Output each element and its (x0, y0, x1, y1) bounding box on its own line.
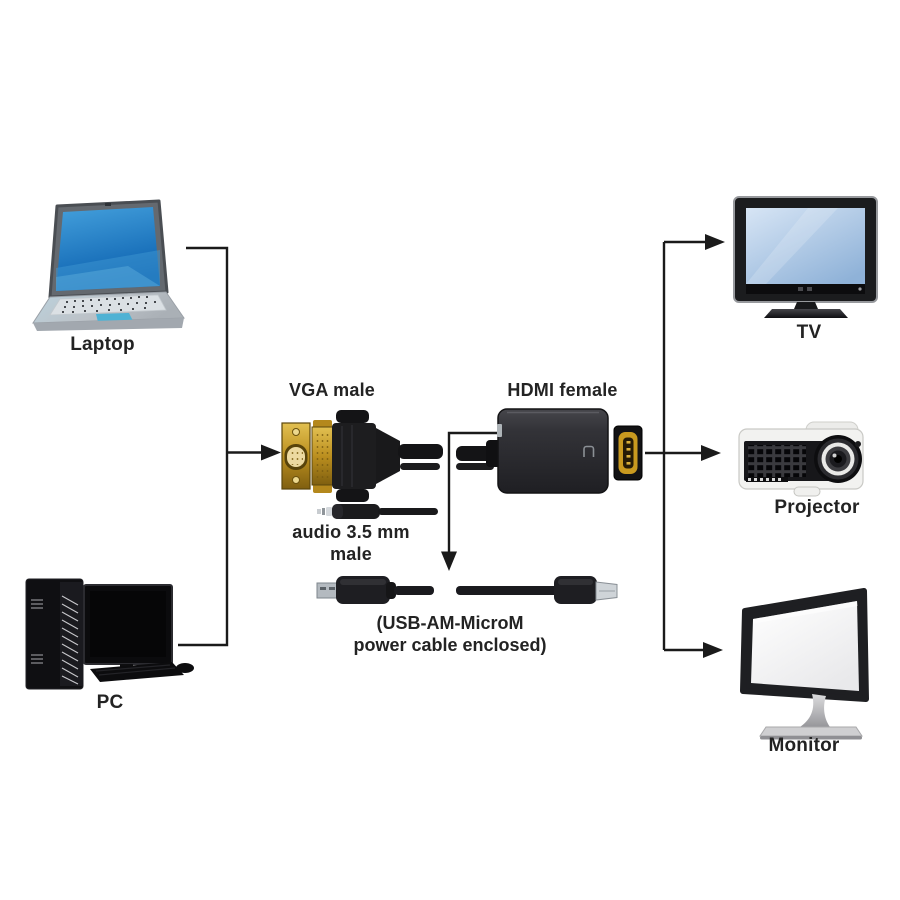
laptop-label: Laptop (70, 334, 135, 355)
hdmi-female-label: HDMI female (507, 380, 618, 400)
monitor-illustration (740, 588, 869, 740)
box-mark (583, 445, 595, 457)
arrowhead-to-monitor (703, 642, 723, 658)
hdmi-female-port (613, 425, 643, 481)
usb-note-line2: power cable enclosed) (353, 635, 547, 655)
laptop-illustration (32, 199, 185, 331)
tv-illustration (733, 196, 878, 318)
usb-note: (USB-AM-MicroM power cable enclosed) (325, 612, 575, 656)
vga-male-connector (281, 410, 443, 502)
adapter-box (456, 408, 609, 494)
vga-male-label: VGA male (289, 380, 375, 400)
laptop-trackpad (96, 313, 133, 322)
connection-lines (178, 240, 706, 652)
arrowhead-to-projector (701, 445, 721, 461)
pc-label: PC (96, 692, 124, 713)
arrowhead-to-usb (441, 551, 457, 571)
micro-usb-port (497, 424, 502, 437)
audio-jack-illustration (317, 504, 438, 519)
arrow-heads (261, 234, 725, 658)
projector-illustration (738, 421, 864, 497)
usb-note-line1: (USB-AM-MicroM (376, 613, 524, 633)
audio-label: audio 3.5 mm male (292, 522, 410, 564)
pc-illustration (25, 578, 194, 690)
monitor-label: Monitor (768, 735, 840, 756)
line-adapter-to-usb (447, 431, 498, 552)
usb-power-cable (316, 576, 618, 604)
line-sources-bracket (178, 246, 229, 647)
projector-label: Projector (774, 497, 860, 518)
tv-label: TV (796, 322, 822, 343)
arrowhead-to-vga (261, 444, 281, 461)
arrowhead-to-tv (705, 234, 725, 250)
